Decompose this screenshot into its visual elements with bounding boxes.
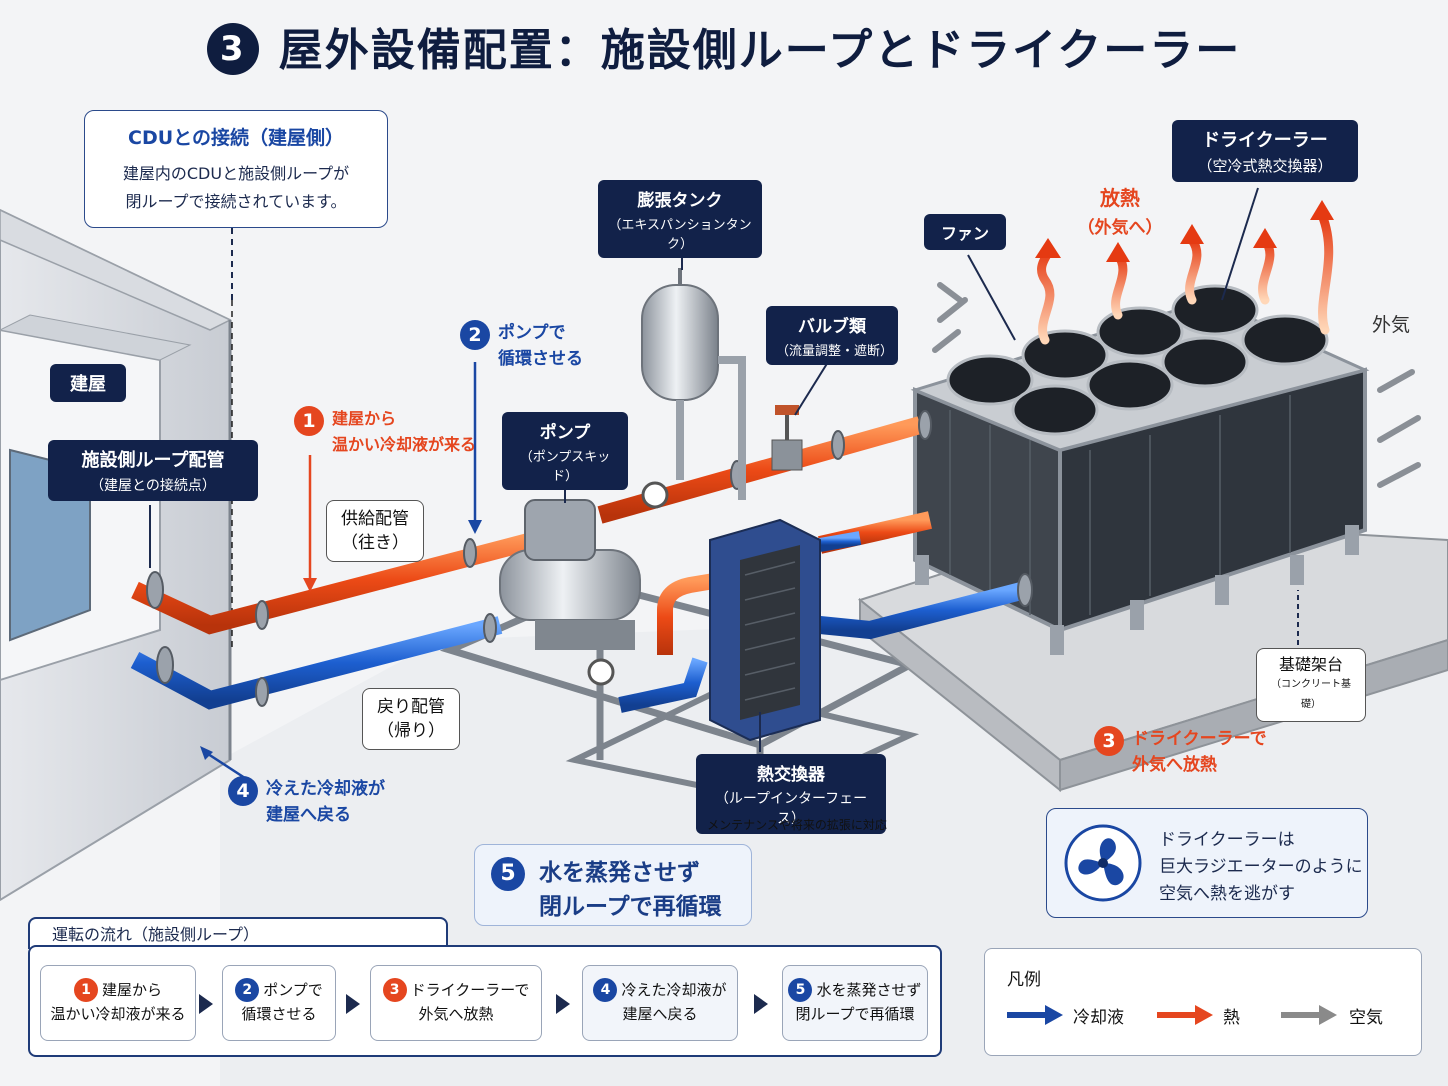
expansion-tank [641,268,746,500]
supply-pipe-label: 供給配管 （往き） [326,500,424,562]
outside-air-label: 外気 [1372,314,1411,336]
step-5-callout: 5 水を蒸発させず 閉ループで再循環 [474,844,752,926]
flow-arrow-2 [346,994,360,1014]
legend-coolant-label: 冷却液 [1073,1008,1124,1028]
flow-arrow-3 [556,994,570,1014]
expansion-tank-label: 膨張タンク （エキスパンションタンク） [598,180,762,258]
radiator-note-box: ドライクーラーは 巨大ラジエーターのように 空気へ熱を逃がす [1046,808,1368,918]
facility-pipe-label: 施設側ループ配管 （建屋との接続点） [48,440,258,501]
flow-arrow-1 [199,994,213,1014]
legend-coolant-arrow [1007,1005,1063,1025]
title-number-badge: 3 [206,23,259,75]
legend-heat-arrow [1157,1005,1213,1025]
air-arrows [932,282,1421,488]
cdu-box-line1: 建屋内のCDUと施設側ループが [122,164,350,183]
return-pipe-label: 戻り配管 （帰り） [362,688,460,750]
legend-air-label: 空気 [1349,1008,1383,1028]
page-title: 3 屋外設備配置：施設側ループとドライクーラー [0,14,1448,79]
heat-release-label: 放熱 （外気へ） [1077,186,1163,238]
heat-exchanger-label: 熱交換器 （ループインターフェース） [696,754,886,834]
flow-panel-title: 運転の流れ（施設側ループ） [28,917,448,949]
building-label: 建屋 [50,364,126,402]
building [0,208,233,902]
cdu-box-title: CDUとの接続（建屋側） [128,127,344,149]
pump-motor [499,499,641,650]
step-4-callout: 4 冷えた冷却液が 建屋へ戻る [228,776,385,828]
legend-panel: 凡例 冷却液 熱 空気 [984,948,1422,1056]
fan-label: ファン [924,214,1006,250]
step-1-callout: 1 建屋から 温かい冷却液が来る [294,406,476,458]
cdu-box-line2: 閉ループで接続されています。 [125,192,347,211]
cdu-connection-box: CDUとの接続（建屋側） 建屋内のCDUと施設側ループが 閉ループで接続されてい… [84,110,388,228]
dry-cooler-unit [910,284,1370,655]
heat-exchanger [709,518,821,742]
legend-title: 凡例 [1007,970,1041,990]
heat-exchanger-note: メンテナンスや将来の拡張に対応 [707,818,887,832]
valves-label: バルブ類 （流量調整・遮断） [766,306,898,365]
gauges-and-valve [587,405,803,686]
legend-air-arrow [1281,1005,1337,1025]
fan-icons [946,284,1329,436]
flow-arrow-4 [754,994,768,1014]
foundation-label: 基礎架台 （コンクリート基礎） [1256,648,1366,722]
dry-cooler-label: ドライクーラー （空冷式熱交換器） [1172,120,1358,182]
legend-heat-label: 熱 [1223,1008,1240,1028]
pump-label: ポンプ （ポンプスキッド） [502,412,628,490]
step-3-callout: 3 ドライクーラーで 外気へ放熱 [1094,726,1267,778]
fan-icon [1064,824,1142,902]
step-2-callout: 2 ポンプで 循環させる [460,320,583,372]
title-text: 屋外設備配置：施設側ループとドライクーラー [278,25,1242,76]
